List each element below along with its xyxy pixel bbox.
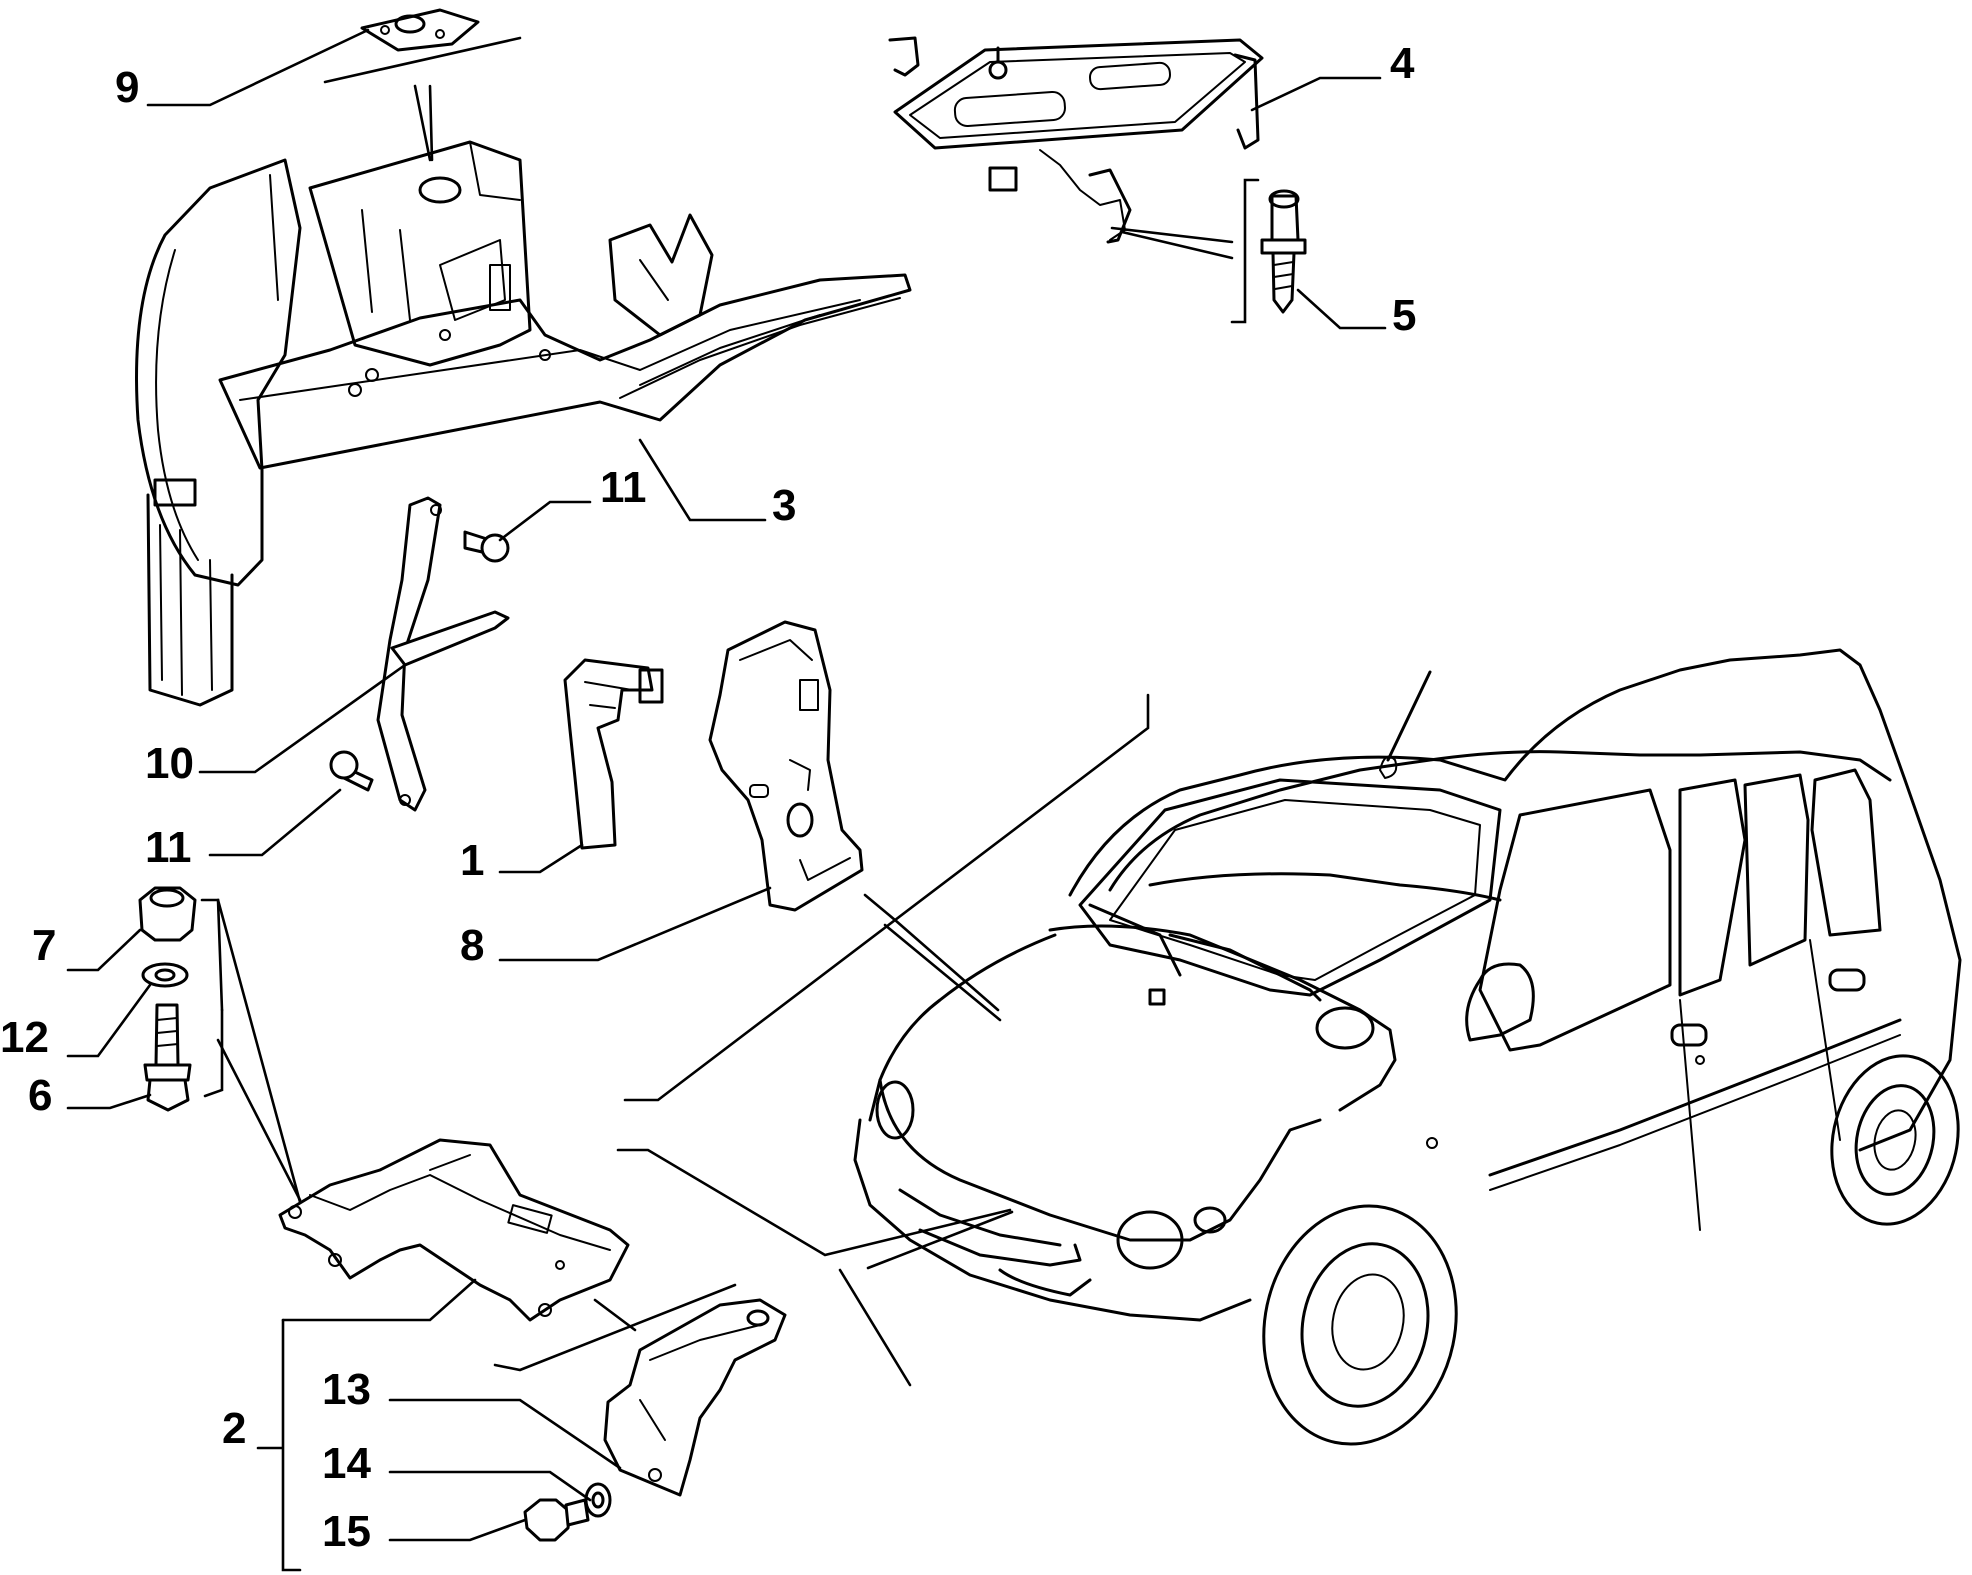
part-6-bolt: [143, 1003, 192, 1112]
vehicle-outline: [853, 648, 1962, 1446]
part-4-battery-tray: [888, 36, 1264, 244]
part-11-screw-upper: [463, 530, 510, 563]
leader-6: [66, 1093, 152, 1110]
callout-11-upper: 11: [600, 463, 647, 512]
callout-6: 6: [28, 1071, 52, 1120]
part-11-screw-lower: [329, 750, 374, 792]
part-13-bracket: [603, 1298, 787, 1497]
callout-12: 12: [0, 1013, 49, 1062]
part-1-bracket: [563, 658, 664, 850]
leader-12: [66, 983, 152, 1058]
callout-9: 9: [115, 63, 139, 112]
part-9-plate: [360, 8, 480, 52]
callout-5: 5: [1392, 291, 1416, 340]
leader-3: [638, 438, 767, 522]
leader-8: [498, 886, 772, 962]
part-5-bolt: [1260, 189, 1307, 314]
part-2-crossmember-bracket: [278, 1138, 630, 1322]
leader-15: [388, 1518, 527, 1542]
part-8-panel: [708, 620, 864, 912]
leader-9-bracket: [323, 36, 522, 84]
callout-3: 3: [772, 481, 796, 530]
callout-11-lower: 11: [145, 823, 192, 872]
leader-9: [146, 28, 370, 107]
part-12-washer: [141, 962, 189, 988]
leader-2: [281, 1278, 477, 1322]
part-10-bracket: [376, 496, 510, 812]
leader-13-top: [493, 1283, 737, 1372]
callout-8: 8: [460, 921, 484, 970]
leader-11-upper: [498, 500, 592, 542]
leader-1: [498, 843, 584, 874]
callout-10: 10: [145, 739, 194, 788]
leader-4: [1250, 76, 1382, 112]
part-15-bolt: [523, 1498, 590, 1542]
callout-15: 15: [322, 1507, 371, 1556]
leader-bracket-to-2b: [216, 1038, 302, 1202]
leader-11-lower: [208, 788, 342, 857]
part-14-washer: [584, 1482, 612, 1518]
leader-7: [66, 928, 142, 972]
leader-10: [198, 663, 407, 774]
leader-bracket-to-2: [216, 898, 302, 1204]
leader-2-bracket: [256, 1318, 302, 1572]
part-3-front-side-member: [135, 140, 912, 707]
leader-5: [1296, 288, 1387, 330]
leader-9-to-tower: [413, 84, 434, 162]
callout-2: 2: [222, 1404, 246, 1453]
leader-2-to-13: [593, 1298, 637, 1332]
callout-1: 1: [460, 836, 484, 885]
leader-14: [388, 1470, 592, 1502]
leader-13: [388, 1398, 622, 1470]
callout-13: 13: [322, 1365, 371, 1414]
callout-7: 7: [32, 921, 56, 970]
callout-4: 4: [1390, 39, 1415, 88]
callout-14: 14: [322, 1439, 371, 1488]
part-7-nut: [138, 886, 197, 942]
